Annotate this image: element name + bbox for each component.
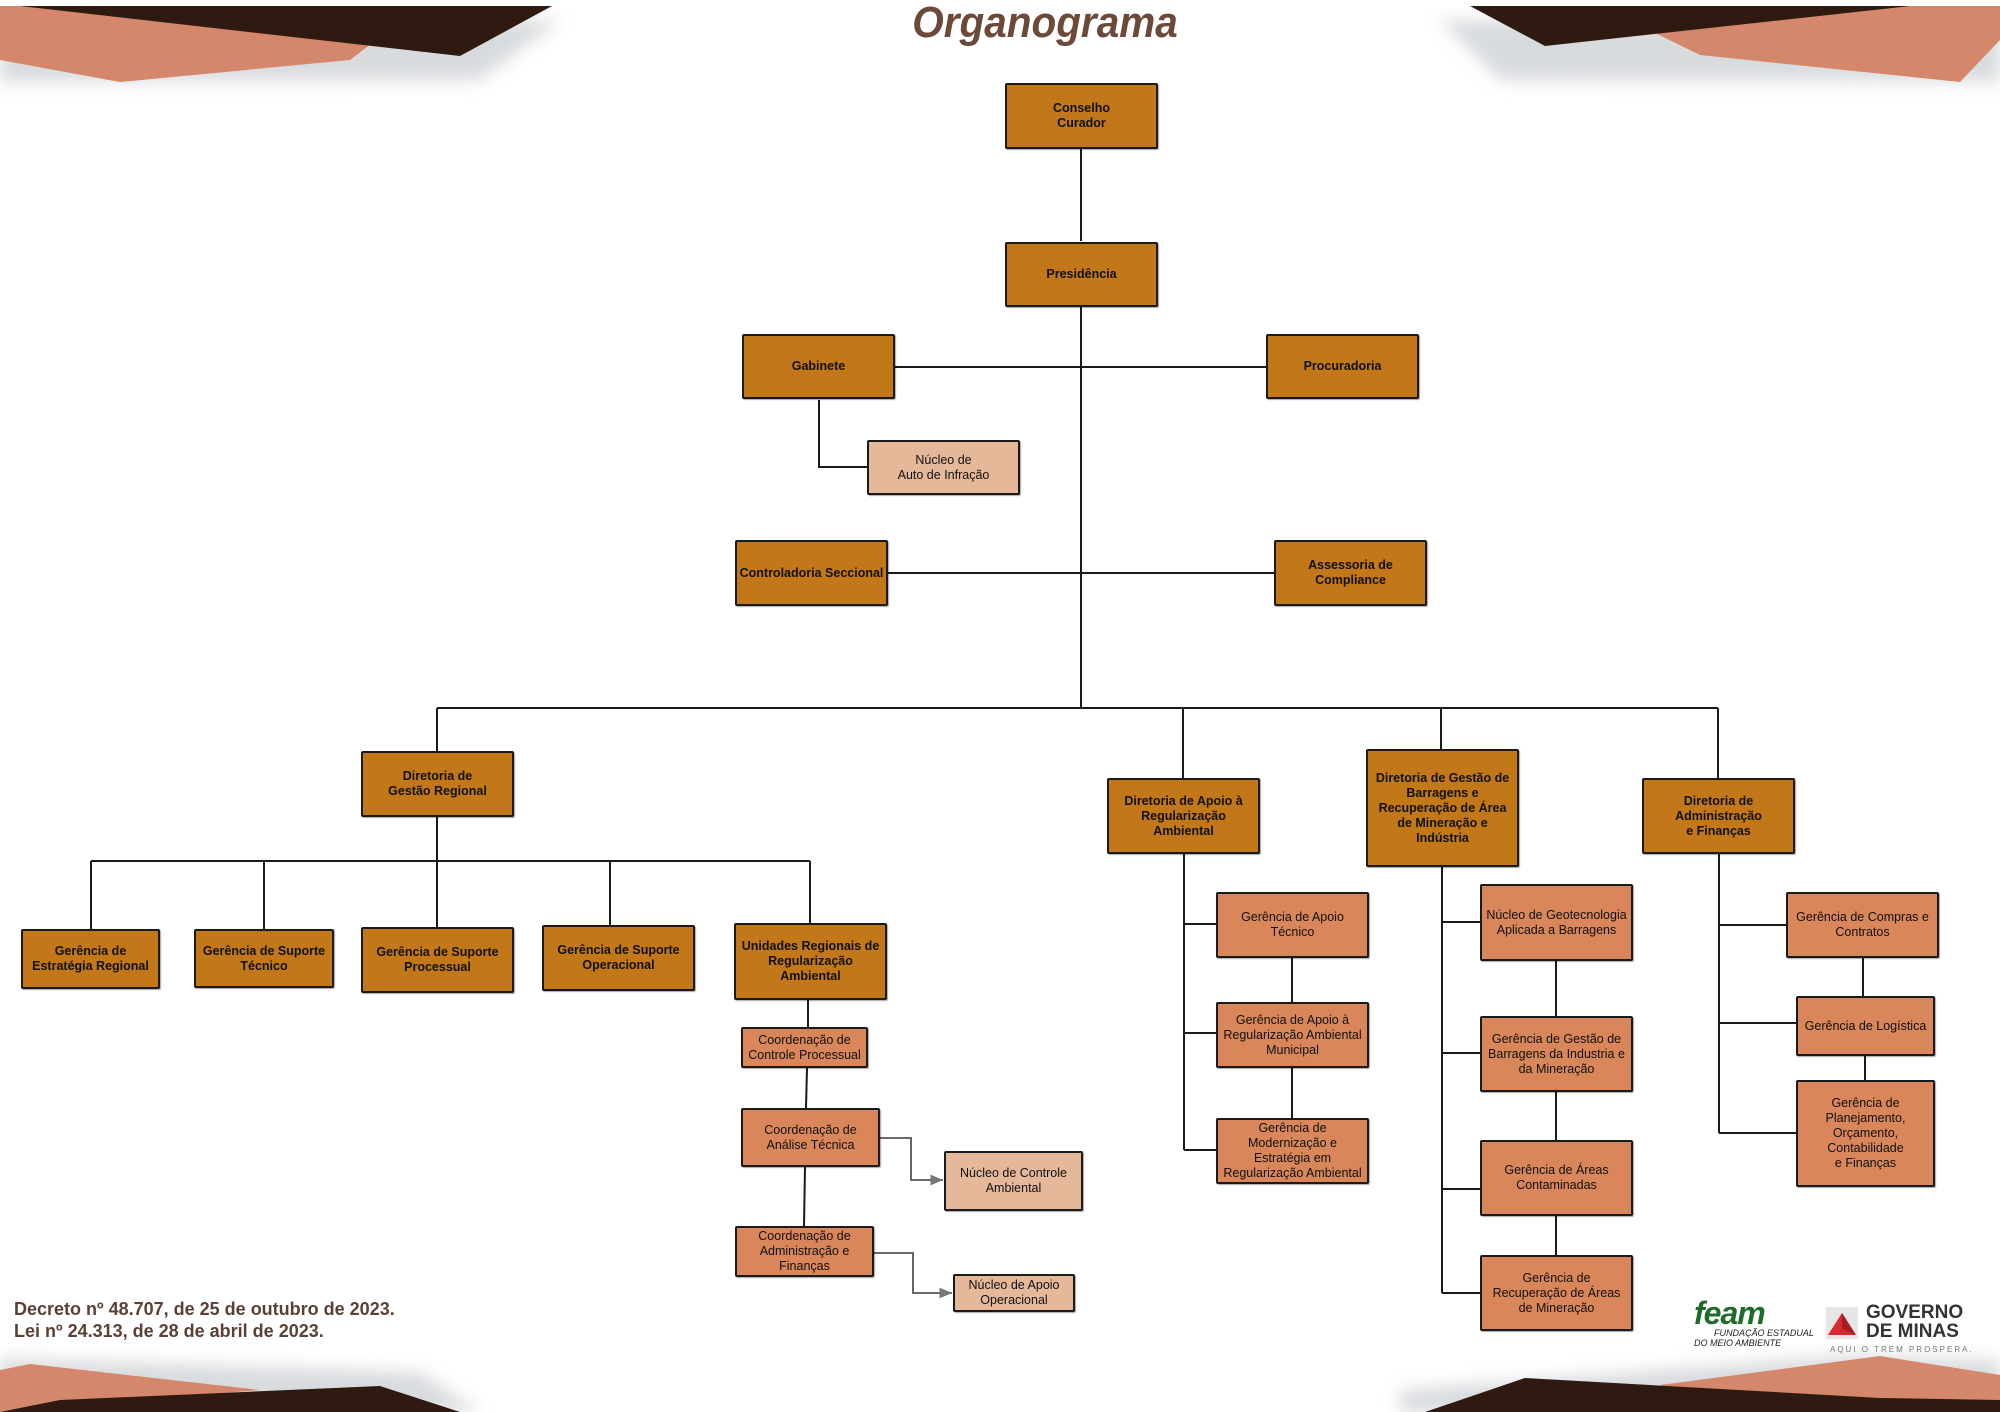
node-gerencia-estrategia-regional[interactable]: Gerência de Estratégia Regional — [21, 929, 160, 989]
node-gerencia-suporte-operacional[interactable]: Gerência de Suporte Operacional — [542, 925, 695, 991]
node-gerencia-areas-contaminadas[interactable]: Gerência de Áreas Contaminadas — [1480, 1140, 1633, 1216]
node-assessoria-compliance[interactable]: Assessoria de Compliance — [1274, 540, 1427, 606]
mountain-icon — [1826, 1307, 1858, 1339]
node-gerencia-apoio-municipal[interactable]: Gerência de Apoio à Regularização Ambien… — [1216, 1002, 1369, 1068]
node-coordenacao-administracao-financas[interactable]: Coordenação de Administração e Finanças — [735, 1226, 874, 1277]
node-gerencia-planejamento[interactable]: Gerência de Planejamento, Orçamento, Con… — [1796, 1080, 1935, 1187]
node-unidades-regionais[interactable]: Unidades Regionais de Regularização Ambi… — [734, 923, 887, 1000]
line-coord1-coord2 — [805, 1067, 808, 1109]
arrow-coord3-nucleo-apoio — [873, 1252, 952, 1299]
lei-text: Lei nº 24.313, de 28 de abril de 2023. — [14, 1321, 324, 1341]
node-nucleo-controle-ambiental[interactable]: Núcleo de Controle Ambiental — [944, 1151, 1083, 1211]
corner-dark-top-right — [1470, 6, 1910, 46]
node-gerencia-gestao-barragens[interactable]: Gerência de Gestão de Barragens da Indus… — [1480, 1016, 1633, 1092]
node-nucleo-apoio-operacional[interactable]: Núcleo de Apoio Operacional — [953, 1274, 1075, 1312]
node-gerencia-recuperacao-areas[interactable]: Gerência de Recuperação de Áreas de Mine… — [1480, 1255, 1633, 1331]
node-gerencia-apoio-tecnico[interactable]: Gerência de Apoio Técnico — [1216, 892, 1369, 958]
node-presidencia[interactable]: Presidência — [1005, 242, 1158, 307]
node-nucleo-geotecnologia[interactable]: Núcleo de Geotecnologia Aplicada a Barra… — [1480, 884, 1633, 961]
node-gerencia-compras-contratos[interactable]: Gerência de Compras e Contratos — [1786, 892, 1939, 958]
node-gerencia-suporte-processual[interactable]: Gerência de Suporte Processual — [361, 927, 514, 993]
feam-wordmark: feam — [1694, 1295, 1766, 1331]
gov-line-1: GOVERNO — [1866, 1302, 1964, 1323]
node-controladoria-seccional[interactable]: Controladoria Seccional — [735, 540, 888, 606]
node-diretoria-apoio-regularizacao[interactable]: Diretoria de Apoio à Regularização Ambie… — [1107, 778, 1260, 854]
arrow-coord2-nucleo-controle — [879, 1137, 943, 1186]
node-gerencia-suporte-tecnico[interactable]: Gerência de Suporte Técnico — [194, 929, 334, 988]
node-gerencia-logistica[interactable]: Gerência de Logística — [1796, 996, 1935, 1056]
feam-subtitle-1: FUNDAÇÃO ESTADUAL — [1714, 1328, 1814, 1338]
legal-references: Decreto nº 48.707, de 25 de outubro de 2… — [14, 1298, 395, 1342]
decreto-text: Decreto nº 48.707, de 25 de outubro de 2… — [14, 1299, 395, 1319]
node-coordenacao-controle-processual[interactable]: Coordenação de Controle Processual — [741, 1027, 868, 1068]
corner-dark-top-left — [20, 6, 552, 56]
line-coord2-coord3 — [803, 1166, 806, 1227]
gov-tagline: AQUI O TREM PROSPERA. — [1830, 1345, 1974, 1354]
corner-dark-bottom-right — [1425, 1378, 2000, 1412]
node-diretoria-gestao-barragens[interactable]: Diretoria de Gestão de Barragens e Recup… — [1366, 749, 1519, 867]
page-title: Organograma — [912, 0, 1178, 47]
node-procuradoria[interactable]: Procuradoria — [1266, 334, 1419, 399]
feam-subtitle-2: DO MEIO AMBIENTE — [1694, 1338, 1782, 1348]
node-diretoria-gestao-regional[interactable]: Diretoria de Gestão Regional — [361, 751, 514, 817]
gov-line-2: DE MINAS — [1866, 1321, 1959, 1342]
node-nucleo-auto-infracao[interactable]: Núcleo de Auto de Infração — [867, 440, 1020, 495]
node-conselho-curador[interactable]: Conselho Curador — [1005, 83, 1158, 149]
node-gabinete[interactable]: Gabinete — [742, 334, 895, 399]
line-gabinete-nucleo — [818, 400, 868, 468]
corner-dark-bottom-left — [0, 1386, 460, 1412]
node-gerencia-modernizacao[interactable]: Gerência de Modernização e Estratégia em… — [1216, 1118, 1369, 1184]
feam-logo: feam FUNDAÇÃO ESTADUAL DO MEIO AMBIENTE — [1694, 1295, 1814, 1348]
node-diretoria-administracao-financas[interactable]: Diretoria de Administração e Finanças — [1642, 778, 1795, 854]
node-coordenacao-analise-tecnica[interactable]: Coordenação de Análise Técnica — [741, 1108, 880, 1167]
